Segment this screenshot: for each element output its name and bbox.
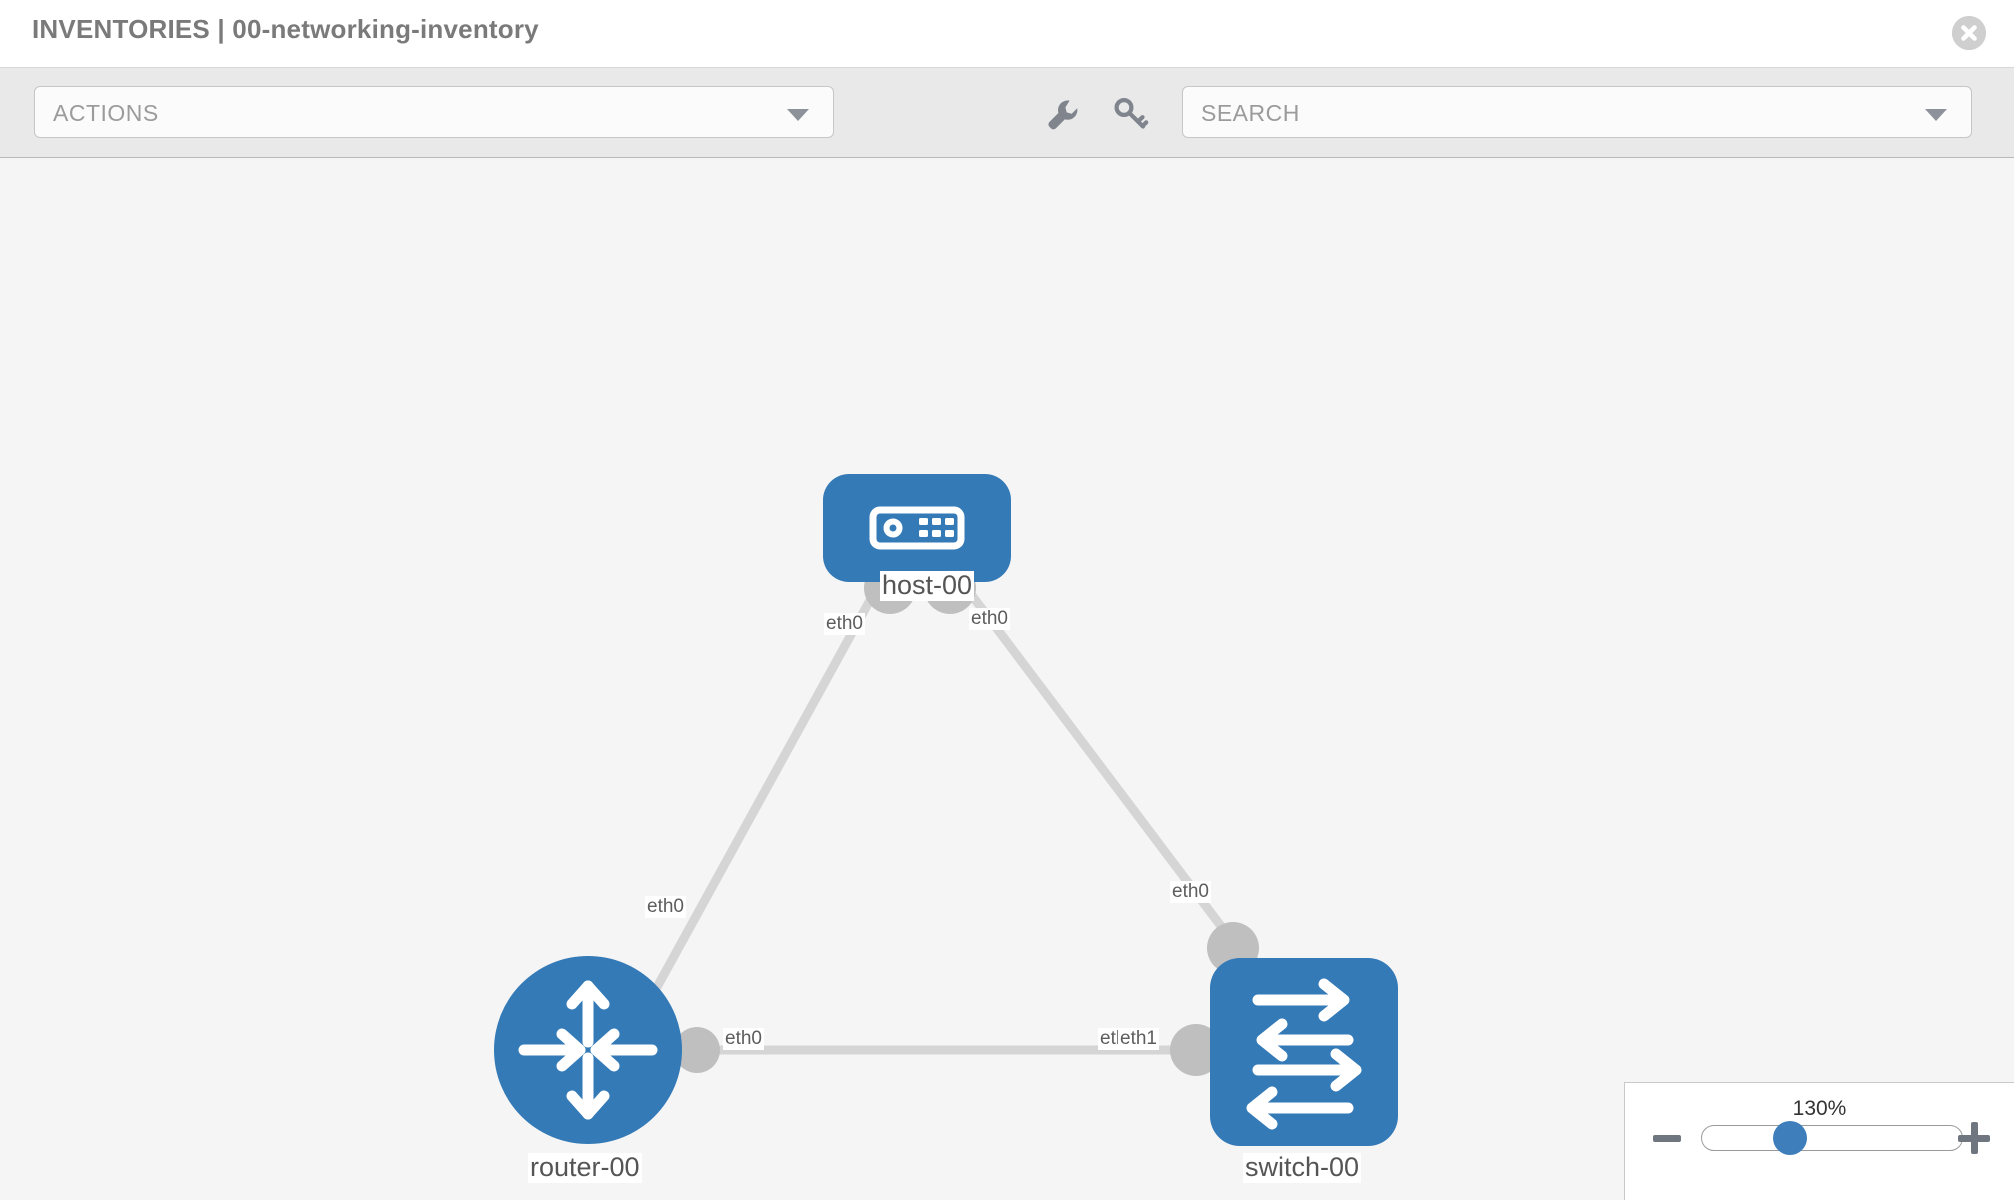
key-glyph — [1114, 98, 1149, 129]
server-icon — [869, 506, 965, 550]
zoom-level-label: 130% — [1792, 1097, 1847, 1120]
switch-arrows-icon — [1246, 978, 1362, 1130]
iface-label-switch-eth0-up[interactable]: eth0 — [1170, 881, 1211, 903]
iface-label-host-eth0-right[interactable]: eth0 — [969, 608, 1010, 630]
zoom-slider-handle[interactable] — [1773, 1121, 1807, 1155]
actions-dropdown[interactable]: ACTIONS — [34, 86, 834, 138]
close-circle-icon — [1952, 16, 1986, 50]
node-host-00[interactable] — [823, 474, 1011, 582]
toolbar: ACTIONS SEARCH — [0, 68, 2014, 158]
zoom-out-button[interactable] — [1653, 1135, 1681, 1142]
nub-router-right[interactable] — [674, 1027, 720, 1073]
iface-label-router-eth0-right[interactable]: eth0 — [723, 1028, 764, 1050]
page-header: INVENTORIES | 00-networking-inventory — [0, 0, 2014, 68]
iface-label-router-eth0-up[interactable]: eth0 — [645, 896, 686, 918]
interface-nubs — [674, 562, 1259, 1076]
router-arrows-icon — [518, 980, 658, 1120]
close-button[interactable] — [1952, 16, 1986, 50]
topology-graph — [494, 474, 1398, 1146]
search-input[interactable]: SEARCH — [1182, 86, 1972, 138]
search-placeholder: SEARCH — [1201, 100, 1300, 126]
topology-canvas[interactable]: host-00 router-00 switch-00 eth0 eth0 et… — [0, 158, 2014, 1200]
chevron-down-icon[interactable] — [1925, 109, 1947, 121]
iface-label-switch-eth1-left[interactable]: eth1 — [1118, 1028, 1159, 1050]
zoom-slider[interactable] — [1701, 1125, 1963, 1151]
node-label-host-00[interactable]: host-00 — [880, 570, 975, 601]
iface-label-host-eth0-left[interactable]: eth0 — [824, 613, 865, 635]
zoom-control-panel: 130% — [1624, 1082, 2014, 1200]
page-title: INVENTORIES | 00-networking-inventory — [32, 14, 539, 44]
link-host-router[interactable] — [636, 570, 889, 1021]
wrench-glyph — [1048, 100, 1078, 130]
node-switch-00[interactable] — [1210, 958, 1398, 1146]
zoom-in-button[interactable] — [1958, 1122, 1990, 1154]
node-router-00[interactable] — [494, 956, 682, 1144]
chevron-down-icon — [787, 109, 809, 121]
key-icon[interactable] — [1108, 92, 1152, 136]
wrench-icon[interactable] — [1040, 92, 1084, 136]
nub-switch-left[interactable] — [1170, 1024, 1222, 1076]
node-label-router-00[interactable]: router-00 — [528, 1152, 642, 1183]
topology-links — [636, 570, 1249, 1055]
node-label-switch-00[interactable]: switch-00 — [1243, 1152, 1362, 1183]
actions-dropdown-label: ACTIONS — [53, 100, 159, 126]
